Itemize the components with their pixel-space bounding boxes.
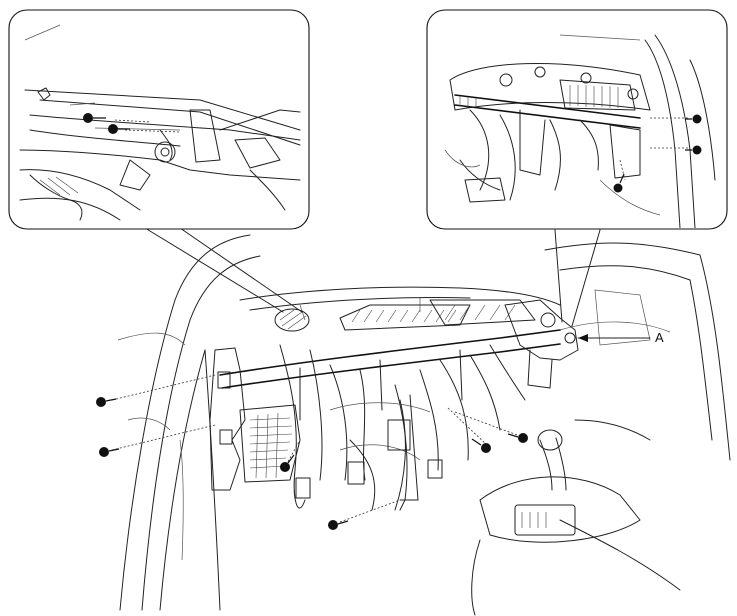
bolt-center-right-2 bbox=[507, 433, 528, 443]
detail-marker-left bbox=[274, 308, 310, 332]
bolt-left-upper bbox=[96, 397, 117, 407]
callout-right-bolt-3 bbox=[613, 173, 625, 193]
bolt-left-lower bbox=[99, 447, 120, 457]
callout-left-bolt-1 bbox=[83, 113, 106, 123]
cowl-panel bbox=[239, 286, 561, 321]
cowl-cross-bar bbox=[219, 329, 561, 421]
left-callout-content bbox=[19, 24, 301, 221]
pedal-bracket bbox=[239, 404, 301, 483]
right-door-frame bbox=[544, 242, 731, 461]
bolt-bottom-center bbox=[328, 520, 349, 530]
callout-right-bolt-2 bbox=[685, 145, 702, 155]
callout-right-bolt-1 bbox=[685, 114, 702, 124]
left-side-bracket bbox=[209, 347, 246, 491]
bolt-guides bbox=[111, 374, 521, 523]
callout-left-bolt-2 bbox=[108, 124, 130, 134]
left-detail-callout bbox=[8, 9, 310, 313]
main-scene: A bbox=[96, 234, 731, 616]
right-detail-callout bbox=[426, 9, 728, 327]
center-console bbox=[471, 429, 681, 616]
left-door-frame bbox=[117, 234, 261, 611]
wiring-harness bbox=[279, 344, 526, 511]
right-callout-content bbox=[444, 34, 716, 228]
label-a: A bbox=[655, 330, 664, 345]
bolt-center-right-1 bbox=[471, 438, 491, 453]
label-a-leader: A bbox=[577, 330, 664, 345]
defrost-vent bbox=[339, 299, 536, 331]
right-bracket-a bbox=[504, 299, 579, 389]
bolt-pedal bbox=[280, 454, 295, 472]
